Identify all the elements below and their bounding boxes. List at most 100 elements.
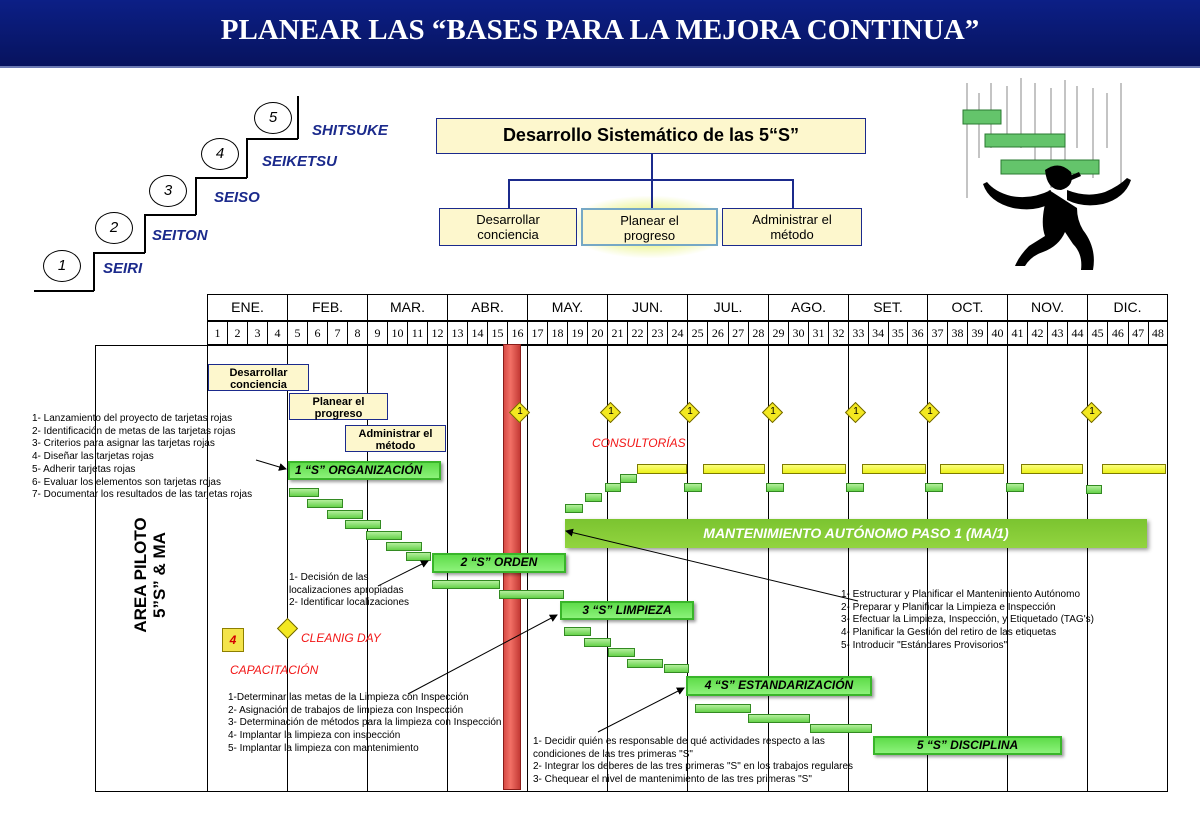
arrow-mantenimiento: [565, 528, 859, 602]
gantt-task-bar: [766, 483, 784, 492]
milestone-number: 1: [770, 406, 776, 417]
week-cell: 2: [227, 321, 247, 345]
gantt-task-bar: [925, 483, 943, 492]
week-cell: 18: [547, 321, 567, 345]
step-1-label: SEIRI: [103, 260, 143, 277]
milestone-number: 1: [927, 406, 933, 417]
s1-organizacion-box: 1 “S” ORGANIZACIÓN: [288, 461, 441, 480]
s3-limpieza-box: 3 “S” LIMPIEZA: [560, 601, 694, 620]
gantt-task-bar: [584, 638, 611, 647]
month-gridline: [768, 345, 769, 792]
arrow-estandarizacion: [597, 687, 685, 733]
consultoria-task-bar: [1021, 464, 1083, 474]
month-gridline: [207, 345, 208, 792]
gantt-task-bar: [664, 664, 689, 673]
step-4-circle: 4: [201, 138, 239, 170]
week-cell: 3: [247, 321, 267, 345]
gantt-task-bar: [564, 627, 591, 636]
month-cell: MAY.: [527, 294, 607, 321]
week-cell: 46: [1107, 321, 1128, 345]
gantt-task-bar: [605, 483, 621, 492]
gantt-task-bar: [1086, 485, 1102, 494]
gantt-task-bar: [366, 531, 402, 540]
s5-disciplina-box: 5 “S” DISCIPLINA: [873, 736, 1062, 755]
notes-tarjetas-rojas: 1- Lanzamiento del proyecto de tarjetas …: [32, 413, 253, 501]
tree-child-progreso: Planear el progreso: [581, 208, 718, 246]
step-2-label: SEITON: [152, 227, 208, 244]
week-cell: 17: [527, 321, 547, 345]
consultoria-task-bar: [637, 464, 687, 474]
puppet-illustration: [962, 78, 1131, 270]
week-cell: 10: [387, 321, 407, 345]
gantt-task-bar: [695, 704, 751, 713]
week-cell: 44: [1067, 321, 1087, 345]
week-cell: 41: [1007, 321, 1027, 345]
week-cell: 33: [848, 321, 868, 345]
gantt-task-bar: [585, 493, 602, 502]
step-2-circle: 2: [95, 212, 133, 244]
consultoria-task-bar: [862, 464, 926, 474]
milestone-number: 1: [608, 406, 614, 417]
gantt-task-bar: [289, 488, 319, 497]
month-cell: NOV.: [1007, 294, 1087, 321]
step-4-label: SEIKETSU: [262, 153, 338, 170]
week-cell: 24: [667, 321, 687, 345]
week-cell: 27: [727, 321, 748, 345]
step-5-label: SHITSUKE: [312, 122, 388, 139]
week-cell: 47: [1127, 321, 1148, 345]
step-1-circle: 1: [43, 250, 81, 282]
month-gridline: [1087, 345, 1088, 792]
month-cell: ABR.: [447, 294, 527, 321]
consultorias-label: CONSULTORÍAS: [592, 436, 686, 450]
week-cell: 42: [1027, 321, 1047, 345]
week-cell: 19: [567, 321, 587, 345]
milestone-number: 1: [687, 406, 693, 417]
month-cell: FEB.: [287, 294, 367, 321]
week-cell: 5: [287, 321, 307, 345]
week-cell: 31: [808, 321, 828, 345]
gantt-task-bar: [620, 474, 637, 483]
page-title: PLANEAR LAS “BASES PARA LA MEJORA CONTIN…: [220, 14, 980, 46]
step-3-label: SEISO: [214, 189, 260, 206]
month-cell: MAR.: [367, 294, 447, 321]
week-cell: 36: [907, 321, 927, 345]
month-gridline: [687, 345, 688, 792]
consultoria-task-bar: [782, 464, 846, 474]
mantenimiento-autonomo-box: MANTENIMIENTO AUTÓNOMO PASO 1 (MA/1): [565, 519, 1147, 548]
gantt-task-bar: [386, 542, 422, 551]
gantt-task-bar: [406, 552, 431, 561]
title-banner: PLANEAR LAS “BASES PARA LA MEJORA CONTIN…: [0, 0, 1200, 68]
capacitacion-label: CAPACITACIÓN: [230, 663, 319, 677]
month-cell: JUN.: [607, 294, 687, 321]
month-gridline: [367, 345, 368, 792]
tree-child-metodo: Administrar el método: [722, 208, 862, 246]
week-cell: 14: [467, 321, 487, 345]
milestone-number: 1: [1089, 406, 1095, 417]
week-cell: 20: [587, 321, 607, 345]
gantt-task-bar: [1006, 483, 1024, 492]
consultoria-task-bar: [940, 464, 1004, 474]
gantt-task-bar: [608, 648, 635, 657]
week-cell: 48: [1147, 321, 1168, 345]
phase-desarrollar-conciencia: Desarrollar conciencia: [208, 364, 309, 391]
arrow-orden: [377, 560, 429, 587]
phase-administrar-metodo: Administrar el método: [345, 425, 446, 452]
month-cell: OCT.: [927, 294, 1007, 321]
gantt-task-bar: [810, 724, 872, 733]
s4-estandarizacion-box: 4 “S” ESTANDARIZACIÓN: [686, 676, 872, 696]
month-gridline: [927, 345, 928, 792]
week-cell: 6: [307, 321, 327, 345]
gantt-task-bar: [846, 483, 864, 492]
gantt-task-bar: [627, 659, 663, 668]
week-cell: 34: [867, 321, 888, 345]
week-cell: 1: [207, 321, 227, 345]
month-gridline: [287, 345, 288, 792]
week-cell: 28: [747, 321, 768, 345]
week-cell: 4: [267, 321, 287, 345]
capacitacion-scroll-icon: 4: [222, 628, 244, 652]
month-cell: JUL.: [687, 294, 768, 321]
tree-child-conciencia: Desarrollar conciencia: [439, 208, 577, 246]
arrow-limpieza: [407, 614, 558, 695]
step-3-circle: 3: [149, 175, 187, 207]
week-cell: 40: [987, 321, 1007, 345]
